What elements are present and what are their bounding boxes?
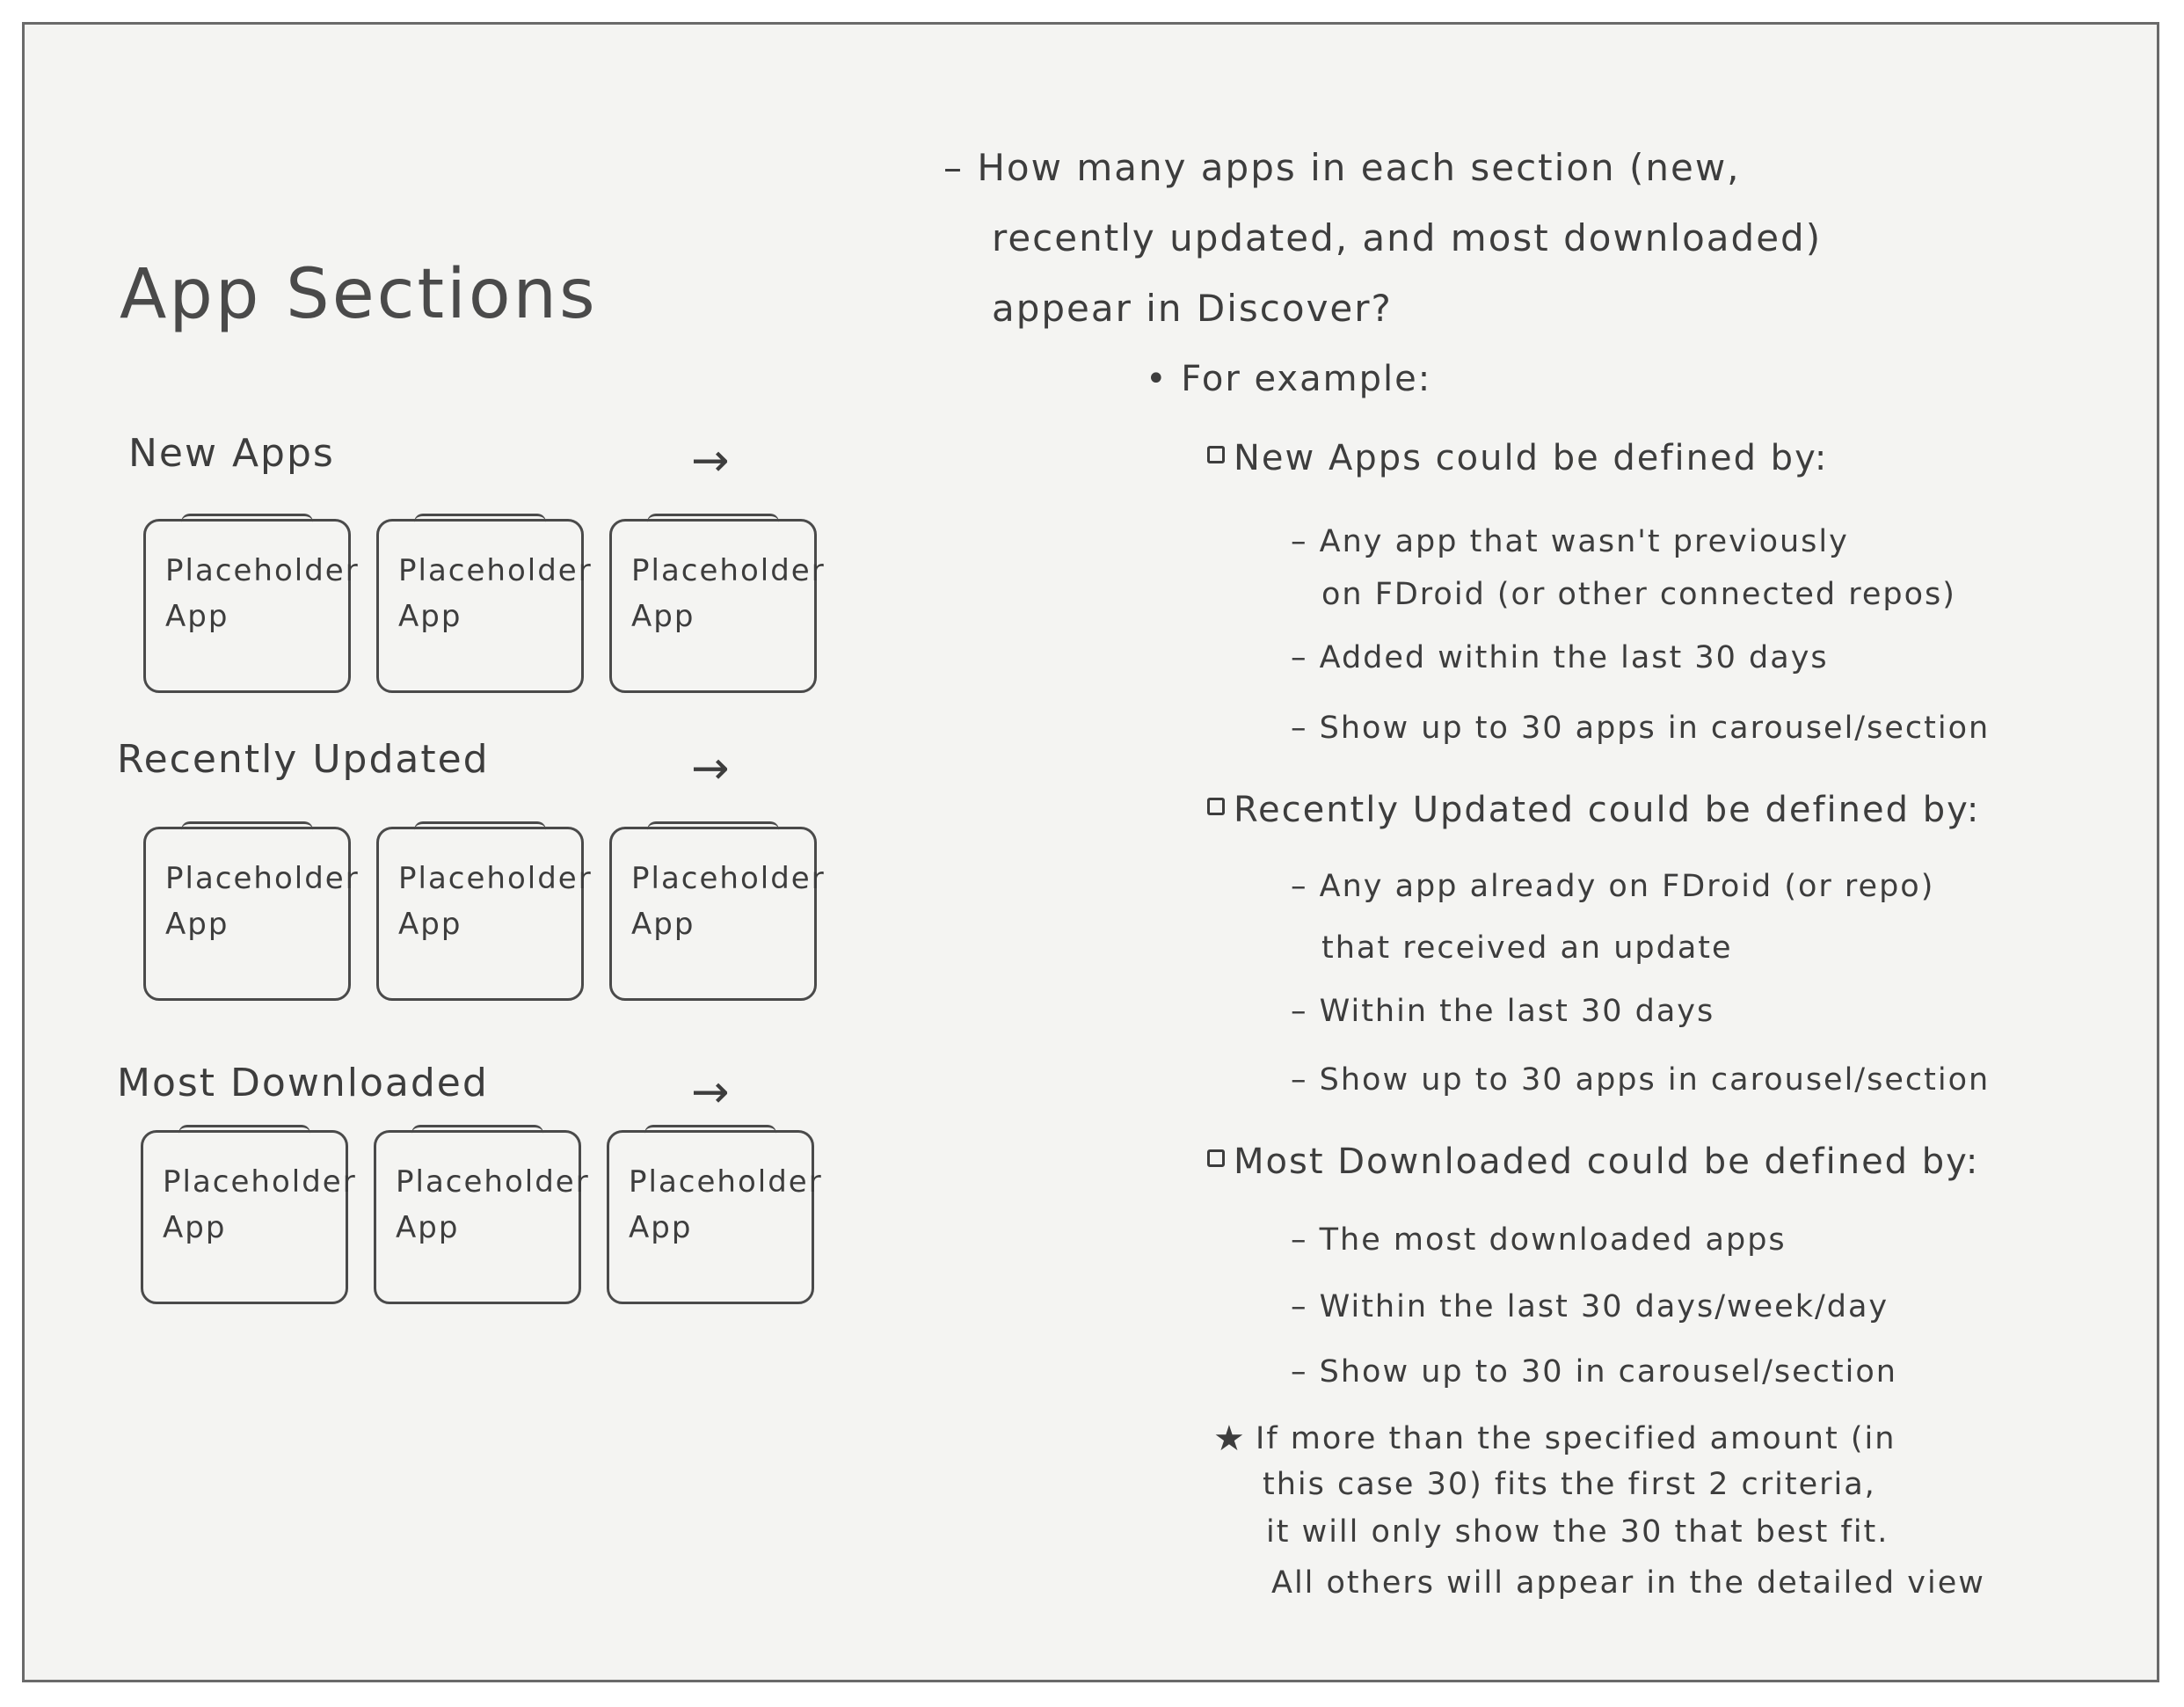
placeholder-app-card[interactable]: Placeholder App [609,514,826,693]
definition-item: – Added within the last 30 days [1291,640,1829,675]
card-label: Placeholder App [629,1164,823,1245]
question-line: appear in Discover? [992,287,1393,330]
page-title: App Sections [120,255,598,334]
placeholder-app-card[interactable]: Placeholder App [374,1125,590,1304]
card-label: Placeholder App [163,1164,357,1245]
card-label: Placeholder App [165,553,360,634]
question-line: recently updated, and most downloaded) [992,216,1823,259]
card-label: Placeholder App [631,553,826,634]
definition-item: – Show up to 30 in carousel/section [1291,1354,1897,1390]
footnote-line: it will only show the 30 that best fit. [1266,1514,1889,1550]
footnote-line: If more than the specified amount (in [1256,1421,1896,1456]
checkbox-icon [1207,446,1225,463]
card-tab [414,514,546,525]
card-label: Placeholder App [165,861,360,942]
arrow-right-icon[interactable]: → [691,434,730,487]
definition-heading-text: Recently Updated could be defined by: [1234,790,1981,830]
card-tab [181,821,313,833]
definition-item: – Show up to 30 apps in carousel/section [1291,1062,1991,1098]
footnote-line: All others will appear in the detailed v… [1271,1565,1985,1601]
definition-item: that received an update [1321,930,1733,966]
card-tab [647,514,779,525]
arrow-right-icon[interactable]: → [691,742,730,795]
example-label: • For example: [1146,359,1432,399]
card-tab [414,821,546,833]
definition-heading-text: Most Downloaded could be defined by: [1234,1142,1980,1182]
definition-item: – The most downloaded apps [1291,1222,1787,1258]
placeholder-app-card[interactable]: Placeholder App [609,821,826,1001]
section-title-most-downloaded: Most Downloaded [117,1061,489,1105]
checkbox-icon [1207,1149,1225,1167]
checkbox-icon [1207,798,1225,815]
card-tab [411,1125,543,1136]
placeholder-app-card[interactable]: Placeholder App [141,1125,357,1304]
question-line: – How many apps in each section (new, [943,146,1741,189]
card-label: Placeholder App [398,553,593,634]
definition-heading-new-apps: New Apps could be defined by: [1207,438,1828,478]
placeholder-app-card[interactable]: Placeholder App [607,1125,823,1304]
card-label: Placeholder App [396,1164,590,1245]
definition-item: – Within the last 30 days/week/day [1291,1289,1889,1324]
card-tab [181,514,313,525]
definition-item: – Show up to 30 apps in carousel/section [1291,711,1991,746]
definition-heading-most-downloaded: Most Downloaded could be defined by: [1207,1142,1979,1182]
placeholder-app-card[interactable]: Placeholder App [376,821,593,1001]
section-title-new-apps: New Apps [128,431,335,476]
definition-item: on FDroid (or other connected repos) [1321,577,1956,612]
card-label: Placeholder App [631,861,826,942]
definition-item: – Any app that wasn't previously [1291,524,1849,559]
card-tab [178,1125,310,1136]
star-icon: ★ [1213,1419,1245,1459]
definition-heading-text: New Apps could be defined by: [1234,438,1829,478]
arrow-right-icon[interactable]: → [691,1066,730,1119]
section-title-recently-updated: Recently Updated [117,737,490,782]
placeholder-app-card[interactable]: Placeholder App [143,514,360,693]
definition-item: – Any app already on FDroid (or repo) [1291,869,1935,904]
card-label: Placeholder App [398,861,593,942]
card-tab [644,1125,776,1136]
definition-heading-recently-updated: Recently Updated could be defined by: [1207,790,1980,830]
footnote-line: this case 30) fits the first 2 criteria, [1263,1467,1876,1502]
card-tab [647,821,779,833]
definition-item: – Within the last 30 days [1291,994,1715,1029]
placeholder-app-card[interactable]: Placeholder App [143,821,360,1001]
sketch-sheet: App Sections New Apps → Placeholder App … [22,22,2159,1682]
placeholder-app-card[interactable]: Placeholder App [376,514,593,693]
